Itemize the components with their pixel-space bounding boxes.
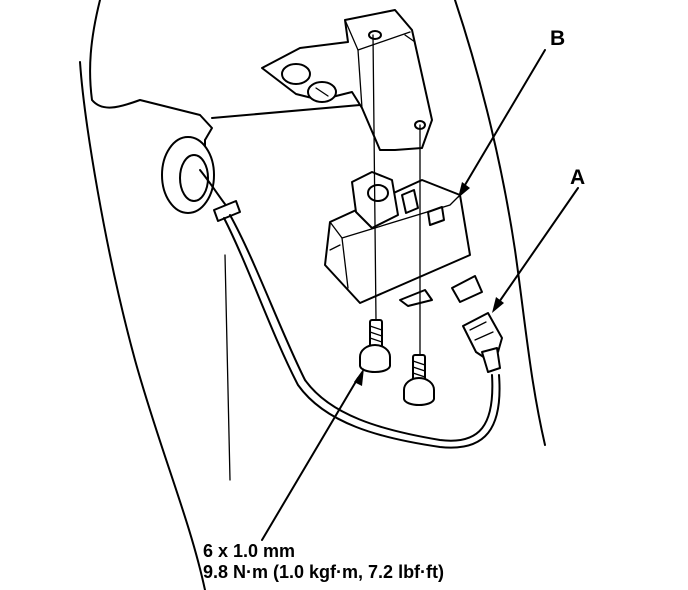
grommet <box>161 136 241 222</box>
callout-label-b: B <box>550 27 565 50</box>
bolt-alignment-lines <box>372 34 421 356</box>
wire-harness <box>223 214 501 449</box>
leader-line-bolt-spec <box>261 368 364 541</box>
mounting-bracket <box>261 9 433 151</box>
leader-line-a <box>492 187 579 313</box>
bolt-size-label: 6 x 1.0 mm <box>203 541 296 561</box>
control-module-b <box>324 171 483 307</box>
connector-a <box>462 312 503 373</box>
leader-line-b <box>458 49 546 198</box>
bolt-left <box>359 319 391 373</box>
callout-label-a: A <box>570 166 585 189</box>
torque-spec-label: 9.8 N·m (1.0 kgf·m, 7.2 lbf·ft) <box>203 562 445 582</box>
bolt-right <box>403 354 435 406</box>
body-panel <box>79 0 546 590</box>
